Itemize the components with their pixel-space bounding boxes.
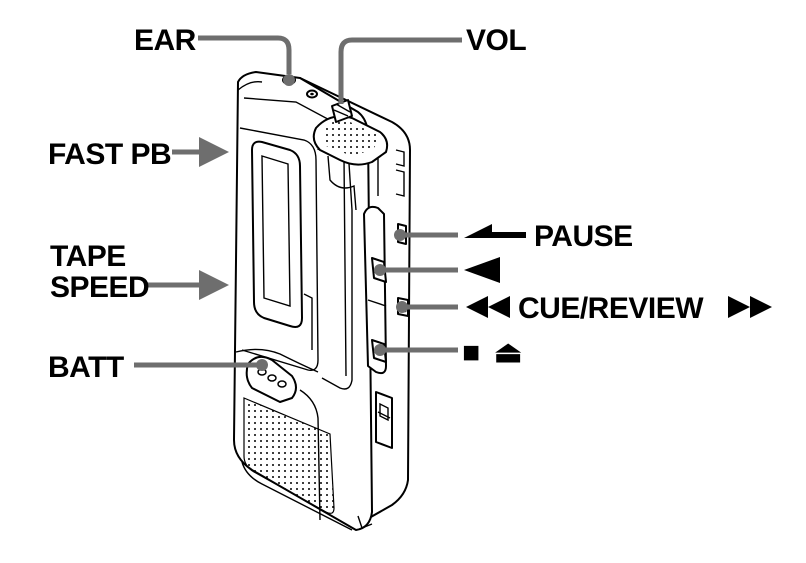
ear-label: EAR [134,24,197,57]
stop-icon: ■ [462,336,480,369]
cue-review-label: CUE/REVIEW [518,292,704,325]
mic-jack [307,91,317,98]
vol-label: VOL [466,24,526,57]
fast-pb-label: FAST PB [48,138,171,171]
fast-rewind-icon [466,296,510,318]
speed-label: SPEED [50,271,149,304]
ear-leader [198,38,289,74]
pause-arrow-icon [464,224,526,238]
tape-label: TAPE [50,240,126,273]
vol-leader [341,40,462,104]
pause-label: PAUSE [534,220,633,253]
cassette-recorder [234,72,410,530]
eject-icon: ⏏ [494,336,522,369]
rewind-triangle-icon [464,257,500,283]
fast-forward-icon [728,296,772,318]
cassette-window [252,142,302,327]
side-slide-switch [376,392,392,448]
batt-label: BATT [48,351,124,384]
